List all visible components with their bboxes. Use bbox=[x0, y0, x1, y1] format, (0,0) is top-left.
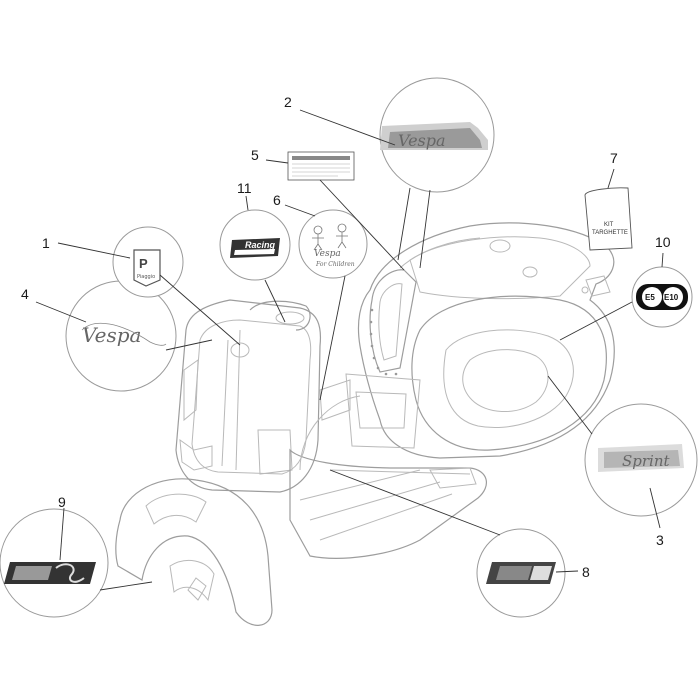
decal-11-zoom: Racing bbox=[219, 209, 291, 281]
decal-2-text: Vespa bbox=[398, 131, 446, 150]
decal-5-label bbox=[287, 151, 355, 181]
callout-5: 5 bbox=[251, 147, 259, 163]
decal-7-line2: TARGHETTE bbox=[592, 230, 628, 236]
decal-6-text: Vespa bbox=[314, 249, 341, 259]
decal-10-e10: E10 bbox=[664, 293, 679, 302]
callout-11: 11 bbox=[237, 180, 252, 196]
leader-lines bbox=[35, 109, 664, 591]
decal-10-e5: E5 bbox=[645, 293, 655, 302]
decal-6-subtext: For Children bbox=[315, 261, 355, 268]
callout-1: 1 bbox=[42, 235, 50, 251]
callout-4: 4 bbox=[21, 286, 29, 302]
callout-2: 2 bbox=[284, 94, 292, 110]
callout-6: 6 bbox=[273, 192, 281, 208]
decal-10-zoom: E5 E10 bbox=[631, 266, 693, 328]
decal-8-zoom bbox=[476, 528, 566, 618]
decal-3-text: Sprint bbox=[622, 452, 671, 470]
callout-9: 9 bbox=[58, 494, 66, 510]
callout-7: 7 bbox=[610, 150, 618, 166]
decal-11-text: Racing bbox=[245, 240, 276, 250]
decal-1-small-text: Piaggio bbox=[137, 274, 155, 280]
decal-3-zoom: Sprint bbox=[584, 403, 698, 517]
callout-3: 3 bbox=[656, 532, 664, 548]
decal-1-letter: P bbox=[139, 256, 148, 271]
callout-10: 10 bbox=[655, 234, 671, 250]
decal-4-text: Vespa bbox=[82, 323, 141, 347]
decal-7-line1: KIT bbox=[604, 222, 614, 228]
decal-4-zoom: Vespa bbox=[65, 280, 177, 392]
decal-6-zoom: Vespa For Children bbox=[298, 209, 368, 279]
scooter-body-drawing bbox=[115, 222, 615, 626]
decal-2-zoom: Vespa bbox=[379, 77, 495, 193]
callout-numbers: 1 2 3 4 5 6 7 8 9 10 11 bbox=[21, 94, 671, 580]
callout-8: 8 bbox=[582, 564, 590, 580]
decal-9-zoom bbox=[0, 508, 109, 618]
decal-7-kit-bag: KIT TARGHETTE bbox=[584, 187, 633, 251]
